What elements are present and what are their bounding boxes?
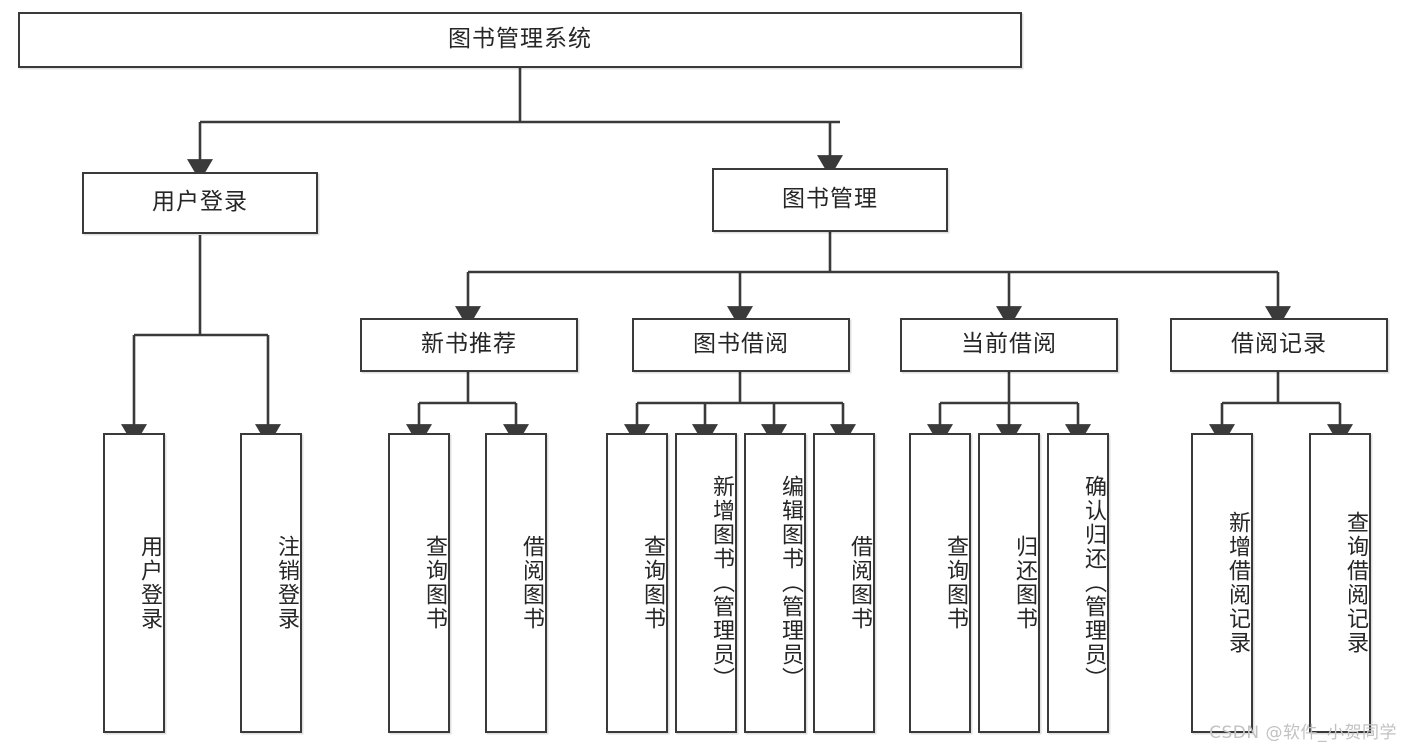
leaf-user-login[interactable]: 用户登录 xyxy=(103,433,165,733)
leaf-logout[interactable]: 注销登录 xyxy=(240,433,302,733)
leaf-label: 编辑图书（管理员） xyxy=(778,475,803,691)
node-book-management[interactable]: 图书管理 xyxy=(712,168,948,232)
leaf-label: 查询图书 xyxy=(640,535,665,631)
leaf-label: 查询图书 xyxy=(943,535,968,631)
leaf-return-book[interactable]: 归还图书 xyxy=(978,433,1040,733)
node-root-system[interactable]: 图书管理系统 xyxy=(18,12,1022,68)
node-current-borrow[interactable]: 当前借阅 xyxy=(900,318,1118,372)
leaf-query-book-new[interactable]: 查询图书 xyxy=(388,433,450,733)
leaf-borrow-book[interactable]: 借阅图书 xyxy=(813,433,875,733)
leaf-label: 新增图书（管理员） xyxy=(709,475,734,691)
node-user-login[interactable]: 用户登录 xyxy=(82,172,318,234)
leaf-add-borrow-record[interactable]: 新增借阅记录 xyxy=(1191,433,1253,733)
watermark-csdn: CSDN @软件_小贺同学 xyxy=(1209,723,1397,743)
leaf-label: 新增借阅记录 xyxy=(1225,511,1250,655)
leaf-label: 查询图书 xyxy=(422,535,447,631)
leaf-add-book-admin[interactable]: 新增图书（管理员） xyxy=(675,433,737,733)
leaf-label: 确认归还（管理员） xyxy=(1081,475,1106,691)
leaf-label: 查询借阅记录 xyxy=(1343,511,1368,655)
leaf-label: 用户登录 xyxy=(137,535,162,631)
leaf-confirm-return-admin[interactable]: 确认归还（管理员） xyxy=(1047,433,1109,733)
node-borrow-record[interactable]: 借阅记录 xyxy=(1170,318,1388,372)
leaf-query-book-borrow[interactable]: 查询图书 xyxy=(606,433,668,733)
leaf-query-borrow-record[interactable]: 查询借阅记录 xyxy=(1309,433,1371,733)
leaf-label: 借阅图书 xyxy=(847,535,872,631)
node-new-book-recommend[interactable]: 新书推荐 xyxy=(360,318,578,372)
leaf-label: 注销登录 xyxy=(274,535,299,631)
node-book-borrow[interactable]: 图书借阅 xyxy=(632,318,850,372)
leaf-query-book-current[interactable]: 查询图书 xyxy=(909,433,971,733)
leaf-edit-book-admin[interactable]: 编辑图书（管理员） xyxy=(744,433,806,733)
leaf-label: 借阅图书 xyxy=(519,535,544,631)
leaf-borrow-book-new[interactable]: 借阅图书 xyxy=(485,433,547,733)
leaf-label: 归还图书 xyxy=(1012,535,1037,631)
